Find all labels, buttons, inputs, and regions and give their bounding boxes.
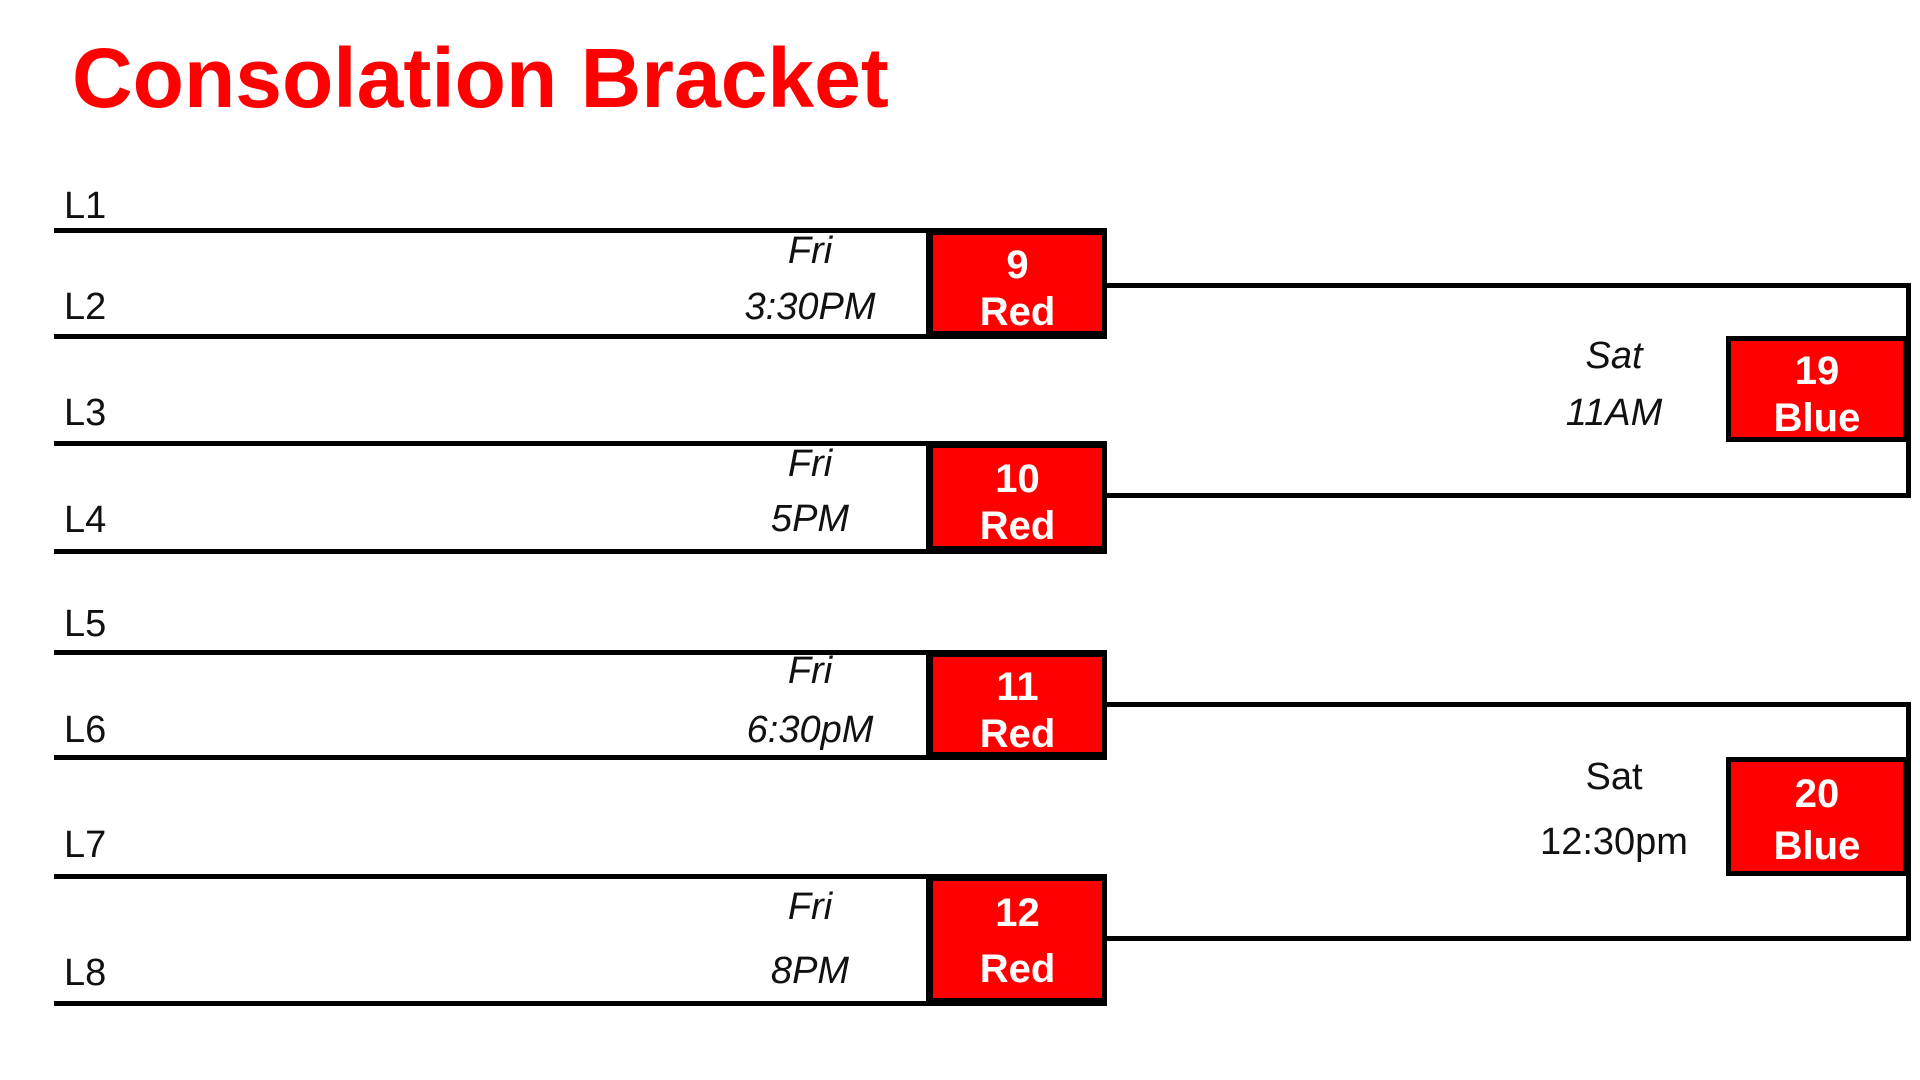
team-label: L6 xyxy=(64,709,107,751)
field-name: Red xyxy=(979,947,1056,991)
connector-line xyxy=(1107,701,1911,707)
team-label: L2 xyxy=(64,286,107,328)
game-number: 12 xyxy=(995,891,1040,935)
field-name: Blue xyxy=(1773,824,1861,868)
game-time: 3:30PM xyxy=(744,286,876,328)
team-line xyxy=(54,440,1107,446)
team-line xyxy=(54,227,1107,233)
page-title: Consolation Bracket xyxy=(72,31,889,125)
box-left-edge xyxy=(925,443,931,551)
game-time: 8PM xyxy=(770,950,850,992)
box-left-edge xyxy=(925,876,931,1003)
team-line xyxy=(54,1000,1107,1006)
field-name: Red xyxy=(979,290,1056,334)
team-line xyxy=(54,333,1107,339)
box-left-edge xyxy=(925,230,931,336)
field-name: Blue xyxy=(1773,396,1861,440)
box-left-edge xyxy=(925,652,931,757)
team-line xyxy=(54,548,1107,554)
team-line xyxy=(54,754,1107,760)
game-day: Fri xyxy=(787,886,833,928)
game-number: 19 xyxy=(1794,349,1840,393)
team-line xyxy=(54,649,1107,655)
game-time: 6:30pM xyxy=(746,709,874,751)
game-time: 5PM xyxy=(770,498,850,540)
team-label: L3 xyxy=(64,392,107,434)
game-day: Fri xyxy=(787,230,833,272)
team-label: L1 xyxy=(64,185,107,227)
connector-line xyxy=(1107,282,1911,288)
game-day: Fri xyxy=(787,443,833,485)
team-line xyxy=(54,873,1107,879)
connector-vertical xyxy=(1905,702,1911,941)
field-name: Red xyxy=(979,504,1056,548)
team-label: L5 xyxy=(64,603,107,645)
game-number: 11 xyxy=(996,665,1039,709)
game-number: 9 xyxy=(1006,243,1029,287)
connector-line xyxy=(1107,492,1911,498)
field-name: Red xyxy=(979,712,1056,756)
game-time: 12:30pm xyxy=(1540,821,1688,863)
game-day: Sat xyxy=(1585,335,1643,377)
game-day: Sat xyxy=(1585,756,1643,798)
team-label: L8 xyxy=(64,952,107,994)
game-number: 20 xyxy=(1794,772,1840,816)
game-time: 11AM xyxy=(1565,392,1663,434)
game-number: 10 xyxy=(995,457,1040,501)
connector-vertical xyxy=(1905,283,1911,498)
team-label: L7 xyxy=(64,824,107,866)
connector-line xyxy=(1107,935,1911,941)
team-label: L4 xyxy=(64,499,107,541)
game-day: Fri xyxy=(787,650,833,692)
